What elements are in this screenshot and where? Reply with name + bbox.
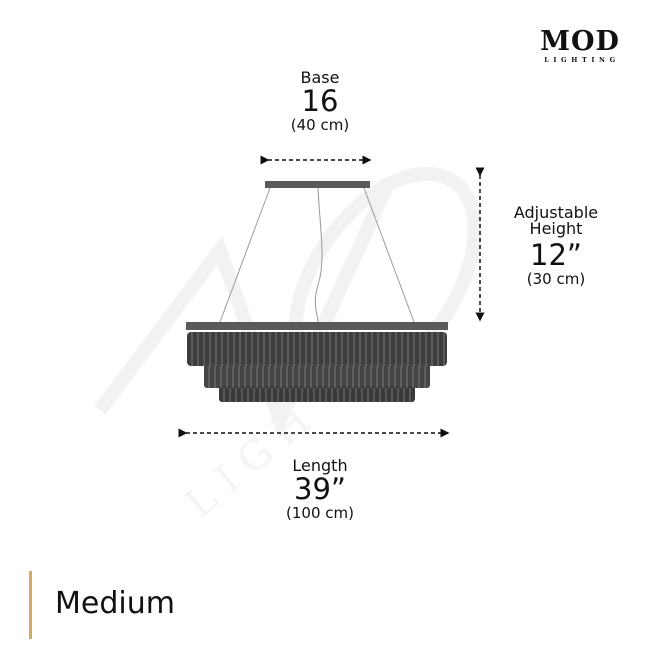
brand-tagline: LIGHTING — [544, 56, 620, 64]
height-label-line1: Adjustable — [513, 203, 599, 222]
height-metric: (30 cm) — [526, 270, 586, 288]
length-label: Length — [292, 456, 348, 475]
height-value: 12” — [530, 238, 582, 272]
base-dimension: Base 16 (40 cm) — [260, 70, 380, 133]
length-dimension: Length 39” (100 cm) — [260, 458, 380, 521]
base-label: Base — [300, 68, 340, 87]
ceiling-canopy — [265, 181, 370, 188]
size-accent-bar — [29, 571, 32, 639]
brand-name: MOD — [540, 26, 620, 57]
length-metric: (100 cm) — [286, 504, 354, 522]
height-label-line2: Height — [529, 219, 583, 238]
size-label: Medium — [55, 586, 175, 621]
base-value: 16 — [301, 84, 339, 118]
brand-logo: MOD LIGHTING — [535, 26, 625, 65]
frame-bar — [186, 322, 448, 330]
height-dimension: Adjustable Height 12” (30 cm) — [498, 205, 614, 287]
base-metric: (40 cm) — [290, 116, 350, 134]
length-value: 39” — [294, 472, 346, 506]
